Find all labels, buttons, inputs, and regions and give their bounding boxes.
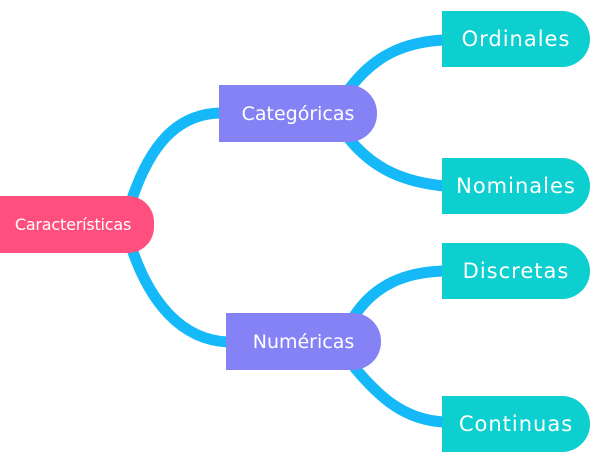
branch-node-label: Categóricas	[241, 102, 355, 125]
branch-node-categoricas[interactable]: Categóricas	[219, 85, 377, 142]
connector-numericas-discretas	[349, 265, 450, 321]
leaf-node-nominales[interactable]: Nominales	[442, 158, 590, 214]
connector-numericas-continuas	[349, 362, 450, 428]
root-node-caracteristicas[interactable]: Características	[0, 196, 154, 253]
connector-root-numericas	[127, 246, 234, 348]
connector-categoricas-nominales	[344, 134, 450, 192]
connector-root-categoricas	[127, 107, 226, 202]
leaf-node-label: Ordinales	[461, 27, 571, 51]
leaf-node-label: Discretas	[462, 259, 570, 283]
leaf-node-label: Continuas	[458, 412, 574, 436]
connector-categoricas-ordinales	[344, 34, 450, 94]
leaf-node-label: Nominales	[456, 174, 576, 198]
leaf-node-ordinales[interactable]: Ordinales	[442, 11, 590, 67]
branch-node-numericas[interactable]: Numéricas	[226, 313, 381, 370]
root-node-label: Características	[14, 215, 132, 234]
leaf-node-discretas[interactable]: Discretas	[442, 243, 590, 299]
leaf-node-continuas[interactable]: Continuas	[442, 396, 590, 452]
branch-node-label: Numéricas	[252, 330, 355, 353]
